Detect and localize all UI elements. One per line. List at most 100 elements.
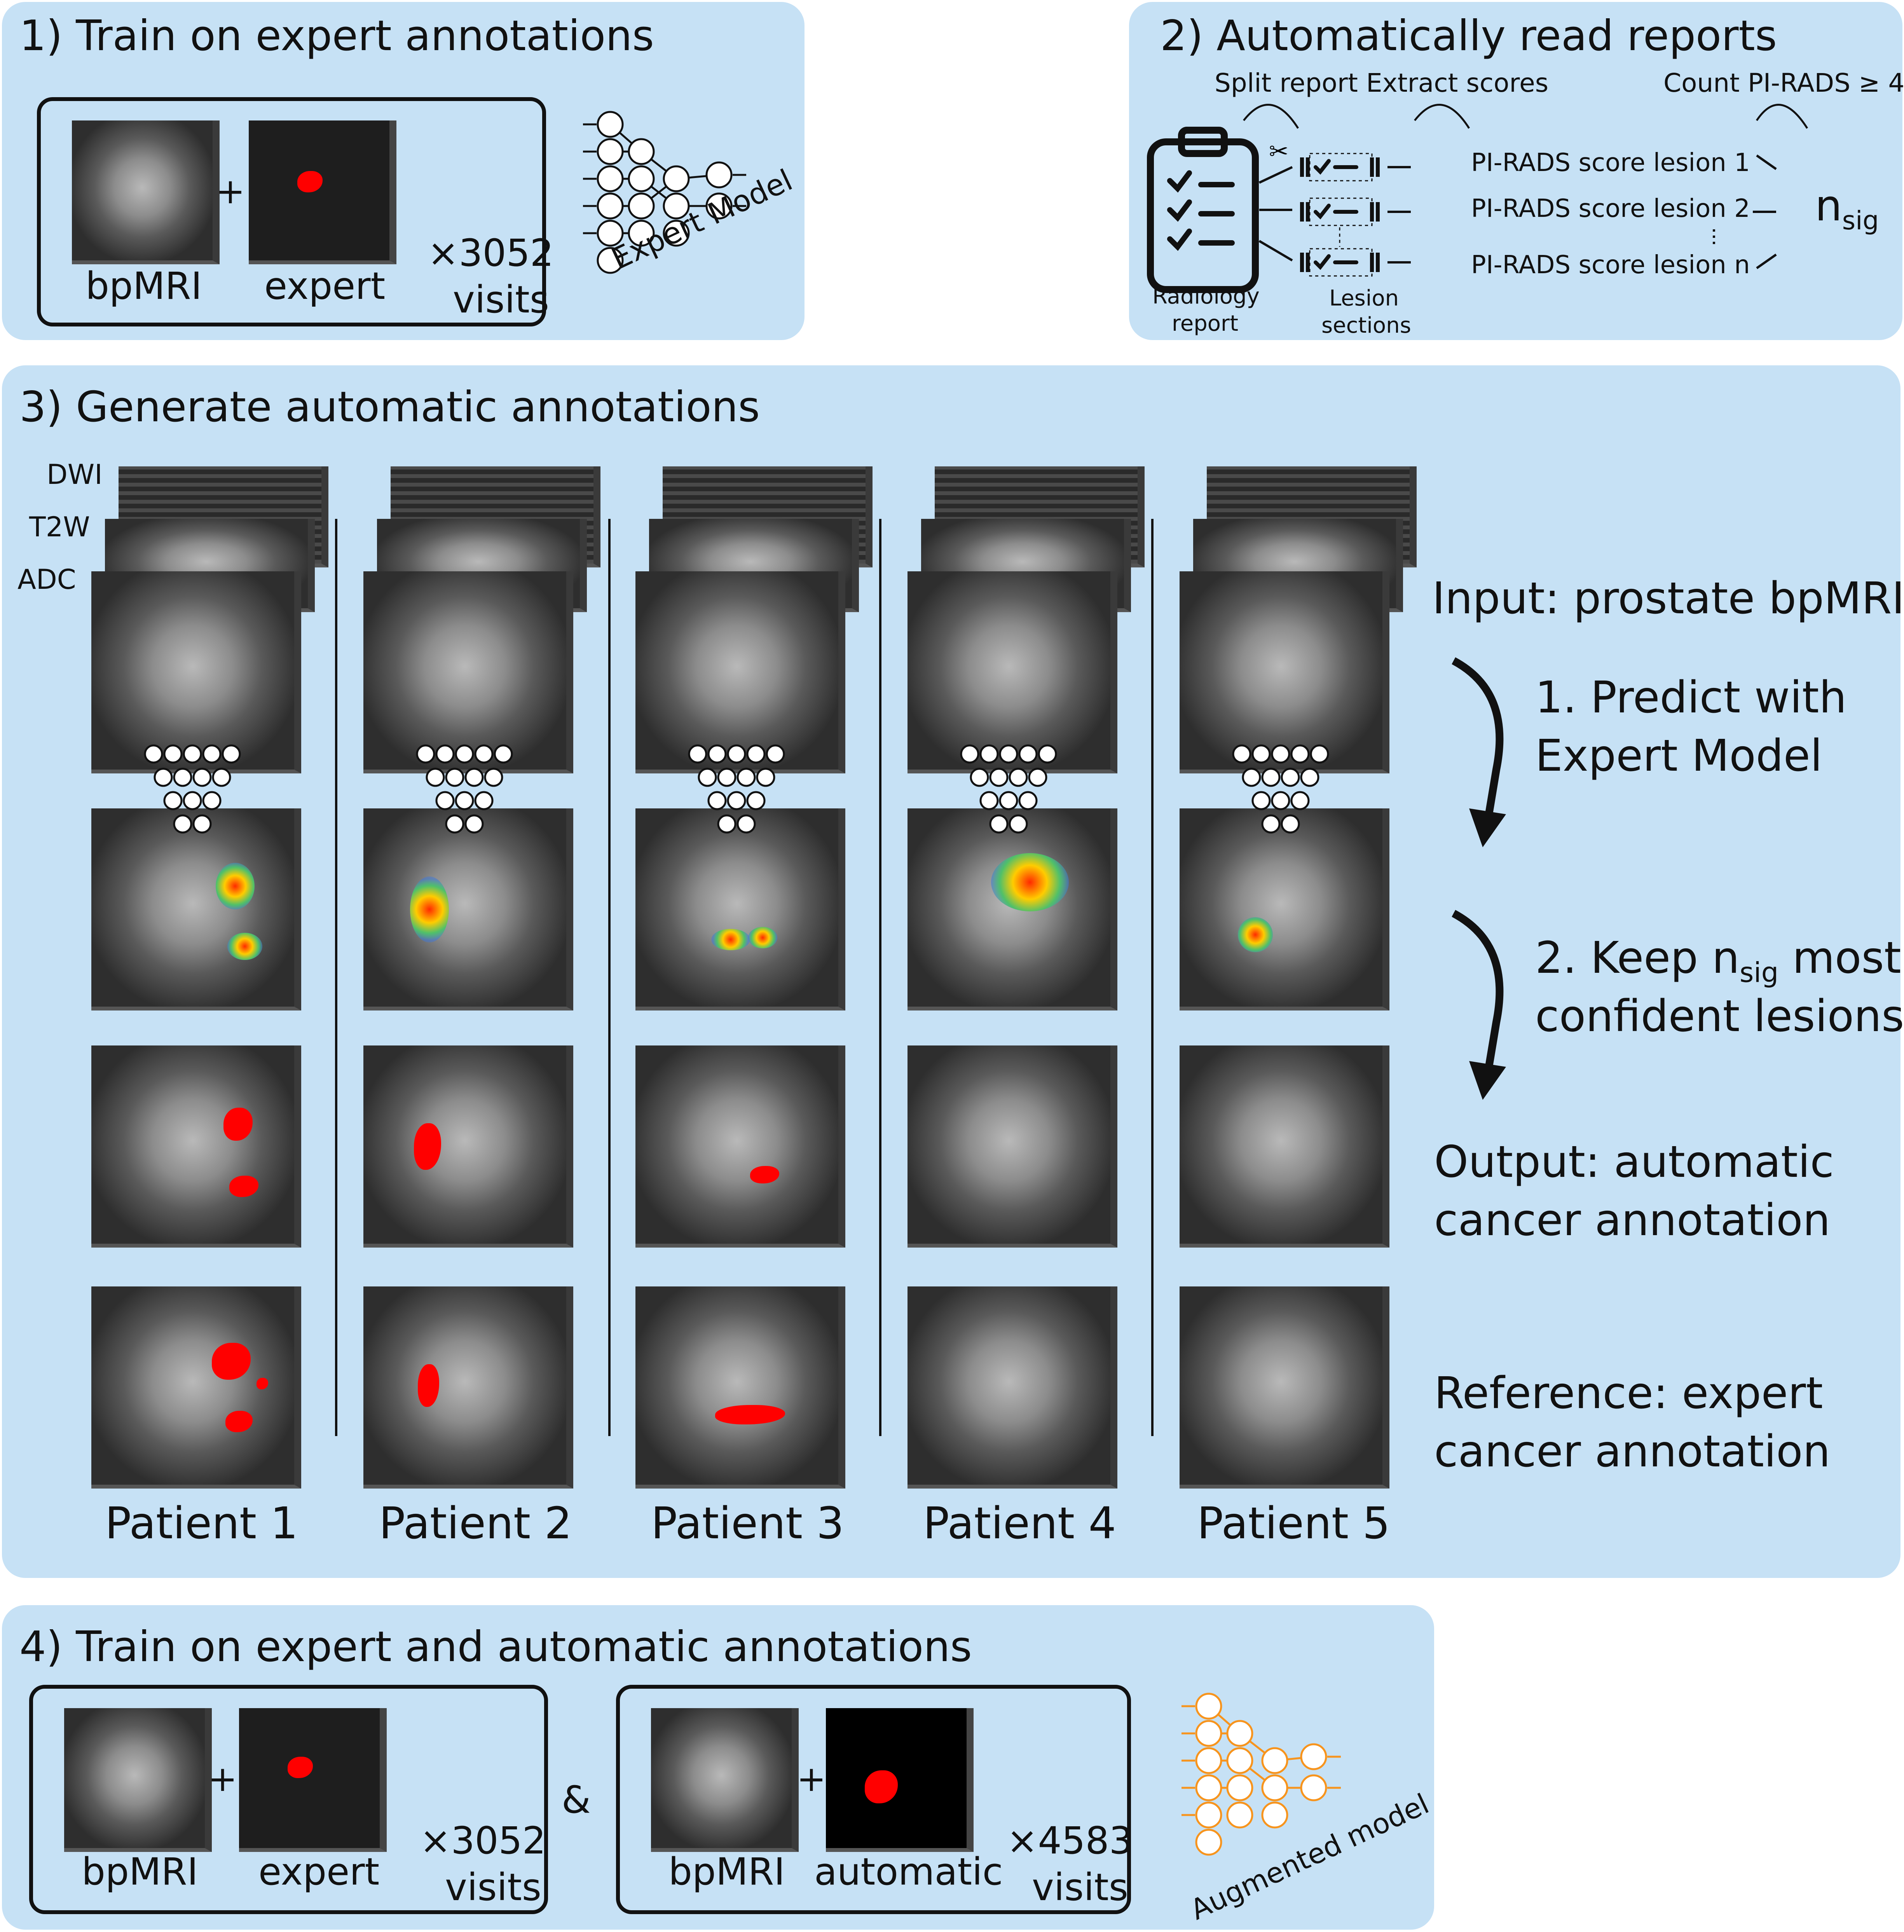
panel4-bpmri-image-2 [651,1708,799,1852]
radiology-report-label-1: Radiology [1152,284,1260,309]
p3-output-lesion [750,1166,779,1183]
patient-5-label: Patient 5 [1197,1498,1390,1549]
column-separator [608,519,611,1436]
p1-reference-image [91,1286,301,1489]
panel4-expert-lesion-mask [288,1757,313,1778]
panel4-count-a-unit: visits [445,1866,541,1909]
svg-text:✂: ✂ [1269,138,1288,165]
expert-mask-image [249,120,396,264]
step2-suffix: most [1778,933,1901,983]
panel4-automatic-mask-image [826,1708,974,1852]
seq-label-adc: ADC [17,564,76,595]
patient-4-label: Patient 4 [923,1498,1116,1549]
nsig-label: nsig [1815,181,1879,236]
bpmri-label: bpMRI [86,264,202,308]
p2-reference-image [363,1286,573,1489]
panel1-training-box [37,97,546,326]
panel1-title: 1) Train on expert annotations [19,12,654,60]
p4-output-image [907,1045,1117,1248]
panel4-title: 4) Train on expert and automatic annotat… [19,1623,972,1671]
p1-reference-lesion [225,1411,253,1432]
pirads-score-lesion-1: PI-RADS score lesion 1 [1471,148,1750,177]
output-line1: Output: automatic [1434,1137,1834,1187]
p1-heatmap-image [91,808,301,1011]
panel4-bpmri-image [64,1708,212,1852]
p4-heat-lesion [991,853,1069,911]
panel4-automatic-label: automatic [814,1850,1003,1894]
input-label: Input: prostate bpMRI [1432,573,1904,624]
panel4-bpmri-label-2: bpMRI [668,1850,785,1894]
step2-prefix: 2. Keep n [1535,933,1740,983]
column-separator [335,519,337,1436]
split-report-label: Split report [1215,68,1358,98]
expert-label: expert [264,264,386,308]
expert-model-network-icon [583,111,746,274]
p1-output-lesion [223,1108,253,1141]
column-separator [1151,519,1154,1436]
augmented-model-network-icon [1181,1693,1341,1856]
patient-3-label: Patient 3 [651,1498,844,1549]
p1-heat-lesion [216,863,255,909]
p1-adc-image [91,571,301,773]
report-flow-diagram: ✂ [1147,104,1808,293]
pirads-score-lesion-n: PI-RADS score lesion n [1471,251,1750,279]
p5-heatmap-image [1180,808,1389,1011]
p3-heat-lesion [711,929,750,950]
pirads-score-lesion-2: PI-RADS score lesion 2 [1471,194,1750,223]
p2-adc-image [363,571,573,773]
p3-adc-image [635,571,845,773]
p4-adc-image [907,571,1117,773]
p4-reference-image [907,1286,1117,1489]
plus-sign: + [208,1759,237,1799]
step1-arrow-icon [1452,657,1506,847]
p2-heatmap-image [363,808,573,1011]
p3-reference-image [635,1286,845,1489]
p2-output-image [363,1045,573,1248]
p4-heatmap-image [907,808,1117,1011]
panel4-count-b-unit: visits [1032,1866,1128,1909]
reference-line2: cancer annotation [1434,1426,1831,1477]
plus-sign: + [216,171,245,212]
panel4-expert-mask-image [239,1708,387,1852]
p2-output-lesion [414,1123,441,1170]
seq-label-dwi: DWI [47,459,103,490]
column-separator [879,519,881,1436]
radiology-report-label-2: report [1172,311,1239,336]
visit-count-unit: visits [453,278,549,321]
nsig-sub: sig [1842,206,1879,236]
patient-1-label: Patient 1 [105,1498,298,1549]
prediction-network-icon [960,744,1057,834]
p3-heatmap-image [635,808,845,1011]
step1-line1: 1. Predict with [1535,672,1847,723]
panel4-count-a: ×3052 [420,1819,546,1862]
p1-output-image [91,1045,301,1248]
p3-output-image [635,1045,845,1248]
plus-sign: + [797,1759,826,1799]
lesion-sections-label-2: sections [1321,313,1411,338]
lesion-sections-label-1: Lesion [1329,286,1399,311]
panel3-title: 3) Generate automatic annotations [19,383,760,431]
p1-reference-lesion [257,1378,268,1389]
ampersand: & [562,1778,591,1822]
p1-dwi-image [119,466,328,567]
step1-line2: Expert Model [1535,731,1822,781]
patient-2-label: Patient 2 [379,1498,572,1549]
count-pirads-label: Count PI-RADS ≥ 4 [1663,68,1904,98]
step2-line1: 2. Keep nsig most [1535,929,1901,1002]
panel4-automatic-box [616,1685,1131,1914]
p5-heat-lesion [1238,917,1273,952]
panel4-expert-box [29,1685,548,1914]
p5-output-image [1180,1045,1389,1248]
p5-reference-image [1180,1286,1389,1489]
panel4-bpmri-label: bpMRI [82,1850,198,1894]
p3-heat-lesion [748,927,777,948]
bpmri-image [72,120,220,264]
extract-scores-label: Extract scores [1366,68,1549,98]
seq-label-t2w: T2W [29,511,90,543]
p2-heat-lesion [410,876,449,942]
output-line2: cancer annotation [1434,1195,1831,1246]
prediction-network-icon [416,744,513,834]
panel4-expert-label: expert [258,1850,380,1894]
panel4-automatic-lesion-mask [865,1770,898,1803]
visit-count: ×3052 [428,231,554,275]
